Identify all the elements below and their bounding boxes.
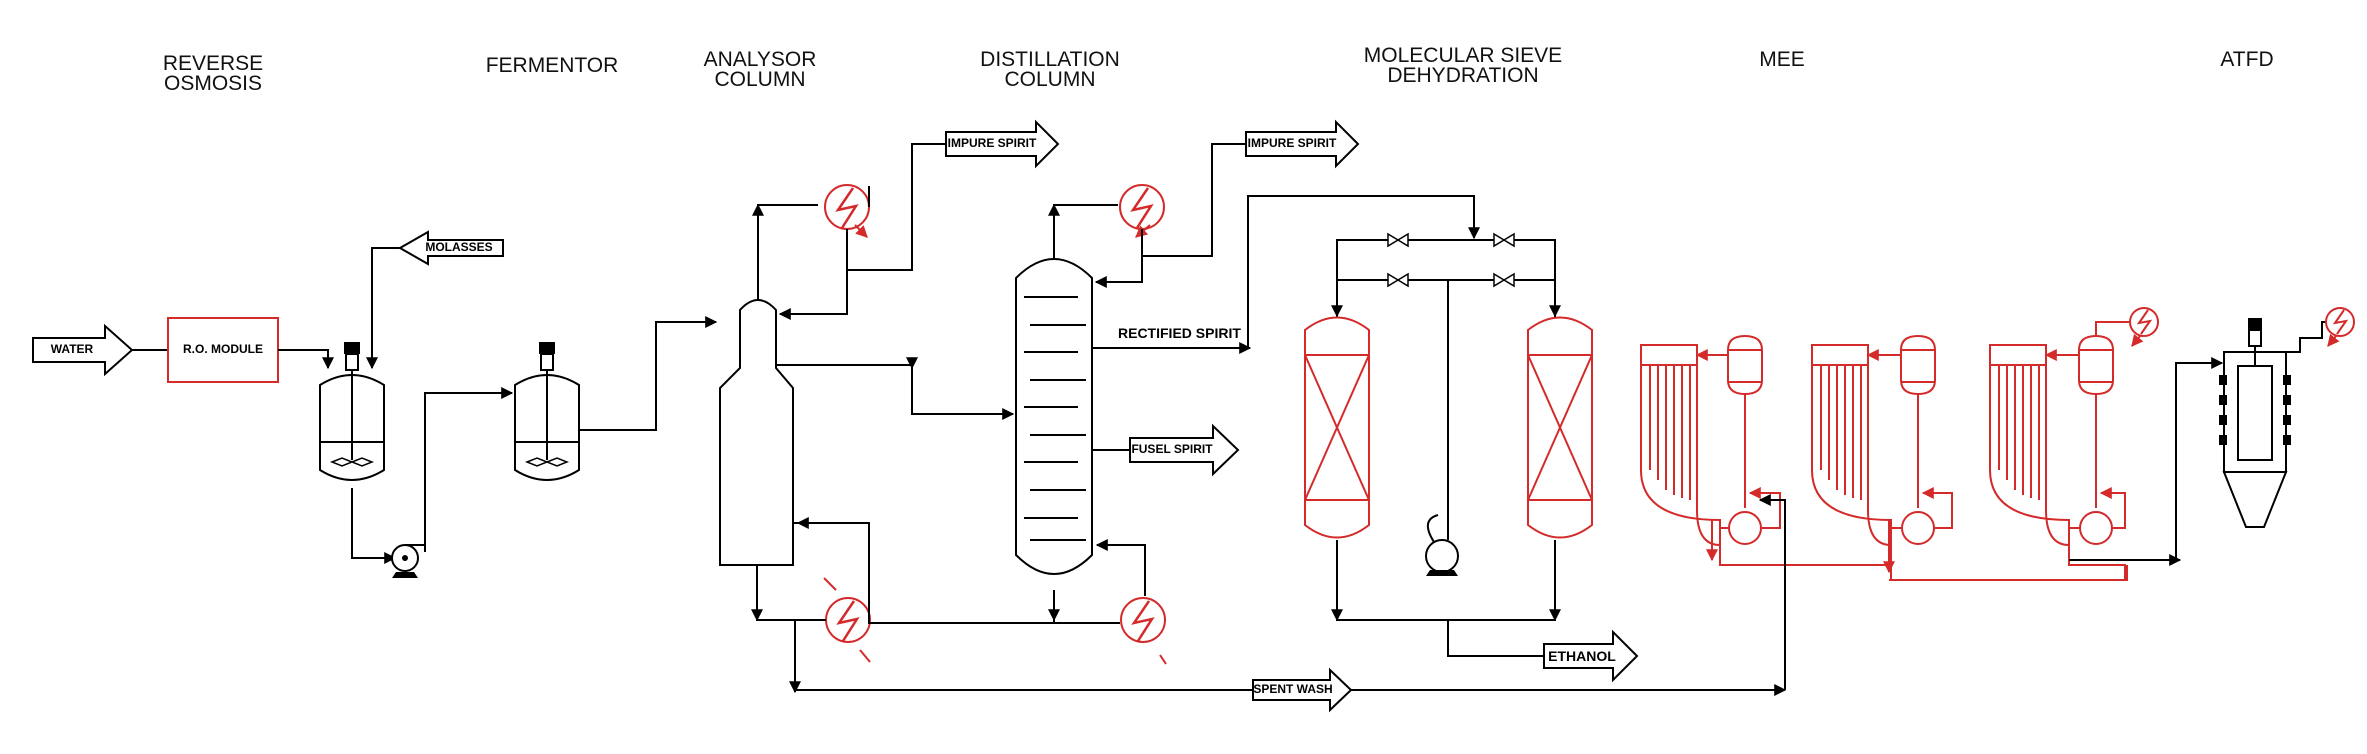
mee-to-atfd-line [2069,357,2224,561]
sieve-column-2 [1527,316,1593,539]
svg-text:IMPURE SPIRIT: IMPURE SPIRIT [1248,136,1337,150]
sieve-column-1 [1304,316,1370,539]
svg-text:SPENT WASH: SPENT WASH [1253,682,1332,696]
analysor-to-distillation-line [776,364,1015,420]
water-inlet-arrow: WATER [32,323,134,377]
ro-to-mixing-tank-line [278,349,334,370]
analysor-reflux-line [778,229,848,320]
ethanol-line [1447,620,1544,657]
svg-text:ATFD: ATFD [2220,48,2273,71]
atfd-condenser [2325,307,2355,347]
reboiler-link-line [868,596,1120,624]
mee-effect-1 [1640,344,1721,547]
distillation-bottom-line [1053,590,1120,624]
svg-text:MEE: MEE [1759,48,1805,71]
molasses-line [366,247,400,370]
fermentor-to-analysor-line [579,316,718,431]
analysor-bottom-line [756,565,826,621]
section-heading-analysor-column: ANALYSOR COLUMN [704,48,817,91]
svg-text:FERMENTOR: FERMENTOR [486,54,619,77]
mee-effect-2 [1811,344,1892,547]
impure-spirit-1-line [847,143,946,271]
mixing-tank-outlet-line [351,488,397,564]
svg-text:REVERSE: REVERSE [163,52,263,75]
svg-text:WATER: WATER [51,342,94,356]
rectified-spirit-label: RECTIFIED SPIRIT [1118,325,1241,341]
svg-text:COLUMN: COLUMN [714,68,805,91]
mee-condenser [2129,307,2159,347]
section-heading-fermentor: FERMENTOR [486,54,619,77]
section-heading-atfd: ATFD [2220,48,2273,71]
distillation-column [1015,258,1093,575]
section-heading-mee: MEE [1759,48,1805,71]
svg-text:DISTILLATION: DISTILLATION [980,48,1120,71]
svg-text:OSMOSIS: OSMOSIS [164,72,262,95]
analysor-overhead-line [757,204,818,300]
sieve-bottom-header [1336,540,1556,621]
fermentor-vessel [514,342,580,481]
molasses-inlet-arrow: MOLASSES [397,230,504,266]
svg-text:COLUMN: COLUMN [1004,68,1095,91]
svg-text:MOLASSES: MOLASSES [425,240,492,254]
vacuum-pump [1425,514,1459,576]
mee-effect-3 [1989,344,2070,547]
mee-line-2-3 [1890,545,2069,581]
distillation-reboiler [1120,597,1167,665]
mee-pump-3 [2069,487,2126,545]
analysor-reboiler-return [793,522,870,543]
impure-spirit-2-line [1142,143,1246,257]
fusel-spirit-outlet-arrow: FUSEL SPIRIT [1129,423,1240,477]
svg-text:ANALYSOR: ANALYSOR [704,48,817,71]
svg-text:R.O. MODULE: R.O. MODULE [183,342,263,356]
rectified-spirit-line [1092,195,1480,349]
svg-text:IMPURE SPIRIT: IMPURE SPIRIT [948,136,1037,150]
analysor-column [719,299,794,566]
spent-wash-arrow: SPENT WASH [1252,667,1353,713]
feed-pump [391,544,426,578]
mee-line-3-out [2068,545,2126,580]
svg-text:FUSEL SPIRIT: FUSEL SPIRIT [1131,442,1213,456]
mee-separator-2 [1866,334,1936,508]
section-heading-distillation-column: DISTILLATION COLUMN [980,48,1120,91]
impure-spirit-1-outlet-arrow: IMPURE SPIRIT [945,119,1060,169]
section-heading-reverse-osmosis: REVERSE OSMOSIS [163,52,263,95]
svg-text:DEHYDRATION: DEHYDRATION [1387,64,1538,87]
svg-text:ETHANOL: ETHANOL [1548,648,1616,664]
mee-pump-1 [1720,487,1781,545]
ethanol-outlet-arrow: ETHANOL [1543,629,1639,683]
distillation-overhead-line [1053,204,1118,260]
atfd-dryer [2219,318,2291,528]
ro-module: R.O. MODULE [167,317,279,383]
pump-to-fermentor-line [424,387,514,545]
mee-pump-2 [1891,487,1953,545]
mee-separator-1 [1695,334,1763,508]
distillation-reflux-line [1094,229,1143,288]
mee-line-1-2 [1719,545,1891,566]
svg-text:MOLECULAR SIEVE: MOLECULAR SIEVE [1364,44,1562,67]
molasses-mixing-tank [319,342,385,481]
distillation-reboiler-return [1095,539,1146,596]
atfd-vapor-line [2286,321,2328,353]
spent-wash-to-mee-line [1758,494,1786,690]
section-heading-molecular-sieve-dehydration: MOLECULAR SIEVE DEHYDRATION [1364,44,1562,87]
valve-manifold [1336,232,1556,520]
impure-spirit-2-outlet-arrow: IMPURE SPIRIT [1245,119,1360,169]
mee-separator-3 [2044,321,2130,508]
mee-return-line [1889,565,2128,581]
analysor-reboiler [823,577,871,663]
